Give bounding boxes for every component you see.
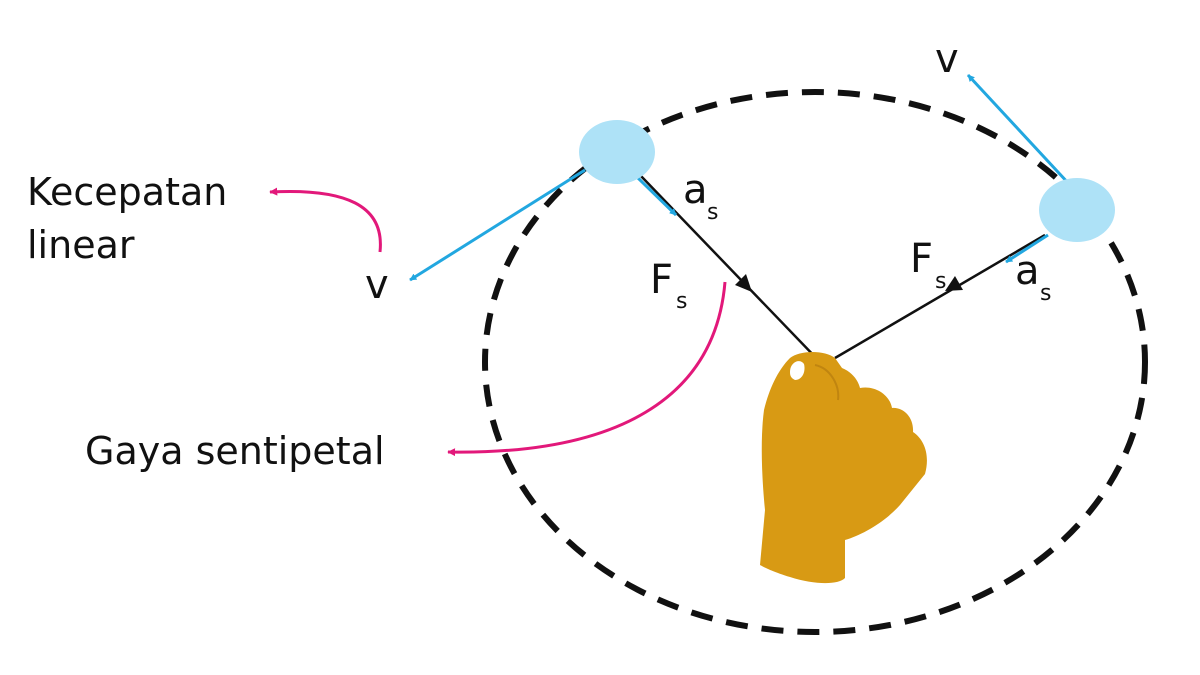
velocity-arrow-left xyxy=(409,168,586,282)
label-accel-right: a xyxy=(1015,248,1040,294)
string-left xyxy=(639,174,821,363)
label-velocity-left: v xyxy=(365,262,389,308)
label-centripetal-force: Gaya sentipetal xyxy=(85,429,385,473)
label-force-right: F xyxy=(910,236,933,282)
accel-arrow-right xyxy=(1005,233,1049,264)
accel-arrow-left xyxy=(636,176,678,217)
label-force-left-sub: s xyxy=(676,289,687,314)
string-right xyxy=(834,233,1046,360)
pointer-centripetal-force xyxy=(447,281,727,457)
label-linear-velocity-line2: linear xyxy=(27,223,135,267)
force-arrowhead-right xyxy=(945,276,963,291)
label-accel-left-sub: s xyxy=(707,200,718,225)
pointer-linear-velocity xyxy=(269,187,382,253)
label-force-left: F xyxy=(650,257,673,303)
force-arrowhead-left xyxy=(735,274,752,292)
velocity-arrow-right xyxy=(966,73,1072,187)
ball-icon xyxy=(579,120,655,184)
label-force-right-sub: s xyxy=(935,269,946,294)
label-velocity-right: v xyxy=(935,36,959,82)
ball-icon xyxy=(1039,178,1115,242)
orbit-path xyxy=(482,89,1148,635)
label-accel-left: a xyxy=(683,167,708,213)
label-accel-right-sub: s xyxy=(1040,281,1051,306)
fist-icon xyxy=(760,352,927,584)
label-linear-velocity-line1: Kecepatan xyxy=(27,170,227,214)
